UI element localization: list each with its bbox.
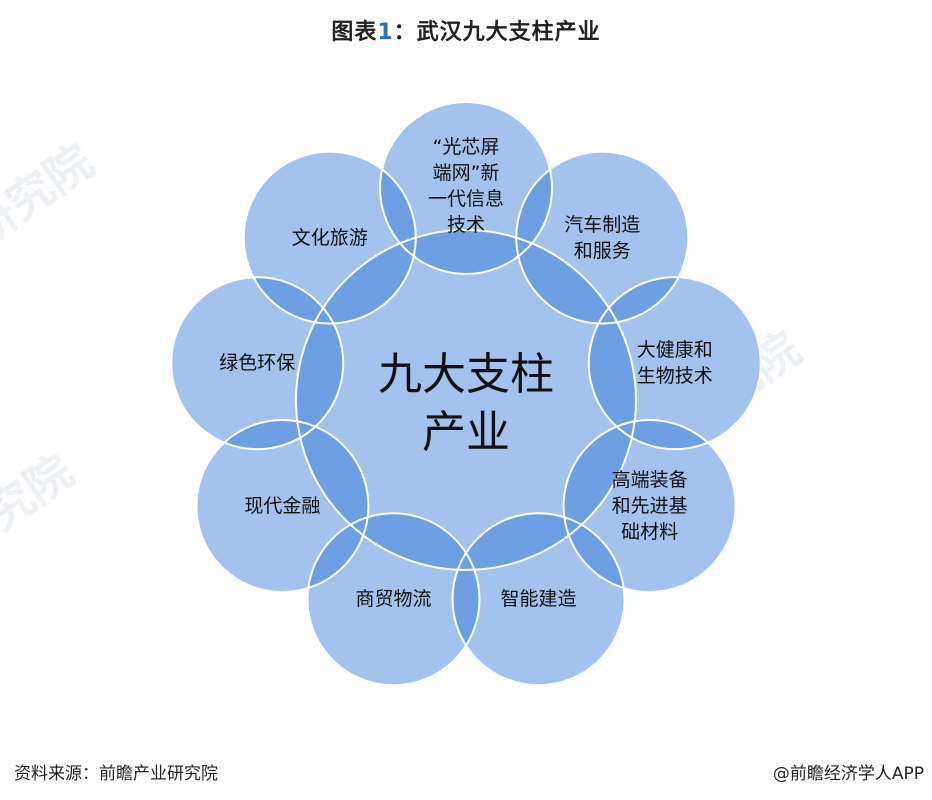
satellite-label: 高端装备和先进基础材料 [590,467,710,545]
satellite-label: 商贸物流 [333,586,453,612]
center-circle [296,230,636,570]
satellite-label-line: 绿色环保 [219,352,296,375]
circle-outline [587,276,762,451]
satellite-label-line: 文化旅游 [291,226,368,249]
satellite-label-line: 技术 [446,214,485,236]
title-number: 1 [377,20,394,45]
circle-outline [306,512,481,687]
title-text: ：武汉九大支柱产业 [393,20,601,45]
satellite-label-line: “光芯屏 [432,136,500,158]
satellite-label: 文化旅游 [270,225,390,251]
satellite-label: “光芯屏端网”新一代信息技术 [406,134,526,238]
satellite-label: 智能建造 [479,586,599,612]
circle-outline [515,150,690,325]
circle-layer [170,101,762,687]
title-prefix: 图表 [331,20,378,45]
circle-outline [295,229,637,571]
circle-outline [379,101,553,275]
source-note: 资料来源：前瞻产业研究院 [14,764,218,784]
satellite-label: 大健康和生物技术 [615,337,735,389]
overlap-region [307,513,369,592]
circle-outline [451,512,626,687]
circle-outline [562,419,737,593]
satellite-label: 现代金融 [222,493,342,519]
satellite-label-line: 大健康和 [636,339,713,362]
satellite-label-line: 础材料 [621,521,679,543]
circle-outline [170,276,345,451]
satellite-label-line: 和服务 [573,239,631,262]
circle-outline [242,150,417,325]
center-label: 九大支柱 产业 [336,346,596,462]
satellite-label-line: 高端装备 [611,469,688,491]
satellite-label-line: 智能建造 [500,588,577,611]
overlap-region [563,513,625,592]
satellite-label-line: 端网”新 [432,162,500,184]
satellite-circle [380,102,552,274]
satellite-label-line: 商贸物流 [355,588,432,611]
satellite-label-line: 生物技术 [636,365,713,388]
satellite-label-line: 汽车制造 [564,213,641,236]
satellite-label: 绿色环保 [197,350,317,376]
center-label-line1: 九大支柱 [378,349,554,400]
center-label-line2: 产业 [422,407,510,458]
satellite-label-line: 一代信息 [427,188,504,210]
satellite-label: 汽车制造和服务 [542,212,662,264]
circle-outline [195,419,370,593]
satellite-label-line: 和先进基 [611,495,688,517]
chart-title: 图表1：武汉九大支柱产业 [0,14,932,46]
credit-note: @前瞻经济学人APP [772,764,924,784]
satellite-label-line: 现代金融 [244,495,321,517]
